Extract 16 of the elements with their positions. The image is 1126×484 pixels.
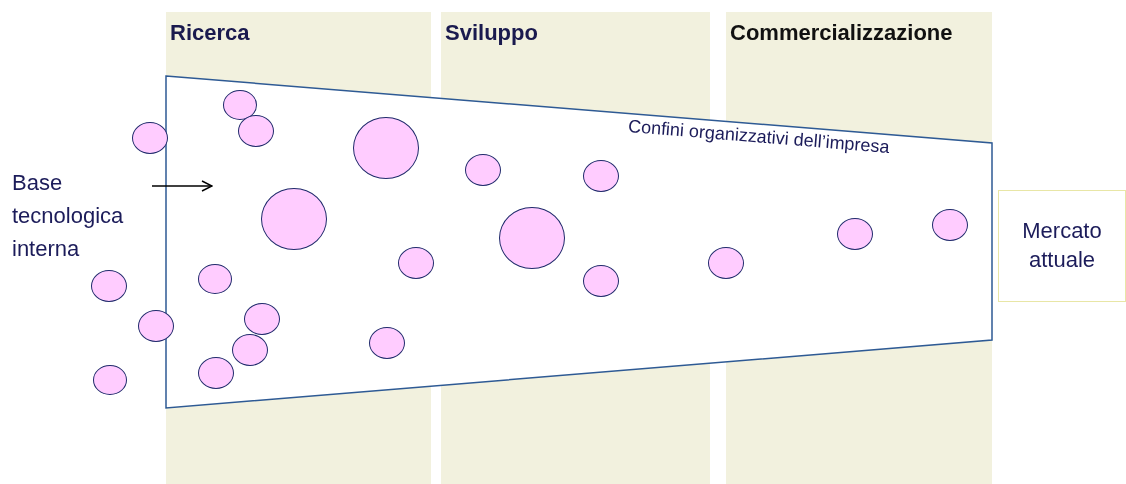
boundary-label: Confini organizzativi dell’impresa: [627, 116, 891, 158]
phase-heading: Commercializzazione: [730, 20, 953, 46]
idea-circle: [138, 310, 174, 342]
market-box: [998, 190, 1126, 302]
phase-heading: Sviluppo: [445, 20, 538, 46]
idea-circle: [93, 365, 127, 395]
source-label: Base tecnologica interna: [12, 166, 152, 265]
phase-heading: Ricerca: [170, 20, 250, 46]
idea-circle: [132, 122, 168, 154]
phase-band: [726, 12, 992, 70]
phase-band: [166, 12, 431, 70]
arrow: [151, 180, 213, 192]
market-label: Mercato attuale: [1021, 217, 1103, 274]
funnel-outline: [166, 76, 992, 408]
idea-circle: [91, 270, 127, 302]
phase-band: [441, 12, 710, 70]
